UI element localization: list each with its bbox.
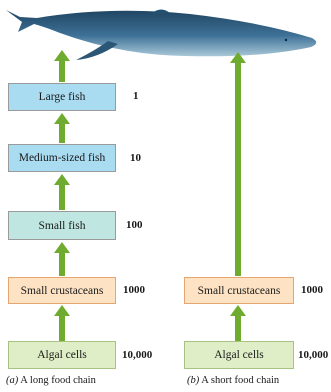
short-algal-cells-label: Algal cells	[214, 349, 264, 361]
arrow-medium-to-large-fish	[54, 113, 70, 143]
arrow-algae-to-crustaceans	[54, 305, 70, 341]
caption-long-chain-text: A long food chain	[20, 375, 96, 386]
medium-fish-count: 10	[130, 152, 141, 164]
caption-short-chain: (b) A short food chain	[187, 375, 279, 386]
arrow-crustaceans-to-small-fish	[54, 242, 70, 276]
short-small-crustaceans-box: Small crustaceans	[184, 277, 294, 304]
caption-long-chain: (a) A long food chain	[6, 375, 96, 386]
algal-cells-label: Algal cells	[37, 349, 87, 361]
small-fish-label: Small fish	[39, 220, 86, 232]
arrow-small-to-medium-fish	[54, 174, 70, 210]
large-fish-count: 1	[133, 90, 139, 102]
caption-short-chain-text: A short food chain	[201, 375, 279, 386]
small-crustaceans-box: Small crustaceans	[8, 277, 116, 304]
medium-fish-box: Medium-sized fish	[8, 144, 116, 172]
whale-illustration	[0, 0, 331, 80]
short-algal-cells-count: 10,000	[298, 349, 328, 361]
short-small-crustaceans-count: 1000	[301, 284, 323, 296]
small-fish-box: Small fish	[8, 211, 116, 240]
large-fish-label: Large fish	[39, 91, 86, 103]
small-crustaceans-label: Small crustaceans	[21, 285, 104, 297]
arrow-algae-to-crustaceans-short	[230, 305, 246, 341]
small-fish-count: 100	[126, 219, 143, 231]
arrow-crustaceans-to-whale	[230, 52, 246, 276]
arrow-large-fish-to-whale	[54, 50, 70, 82]
caption-long-chain-letter: (a)	[6, 375, 18, 386]
short-algal-cells-box: Algal cells	[184, 341, 294, 369]
caption-short-chain-letter: (b)	[187, 375, 199, 386]
medium-fish-label: Medium-sized fish	[19, 152, 106, 164]
small-crustaceans-count: 1000	[123, 284, 145, 296]
short-small-crustaceans-label: Small crustaceans	[198, 285, 281, 297]
large-fish-box: Large fish	[8, 83, 116, 111]
algal-cells-count: 10,000	[122, 349, 152, 361]
algal-cells-box: Algal cells	[8, 341, 116, 369]
